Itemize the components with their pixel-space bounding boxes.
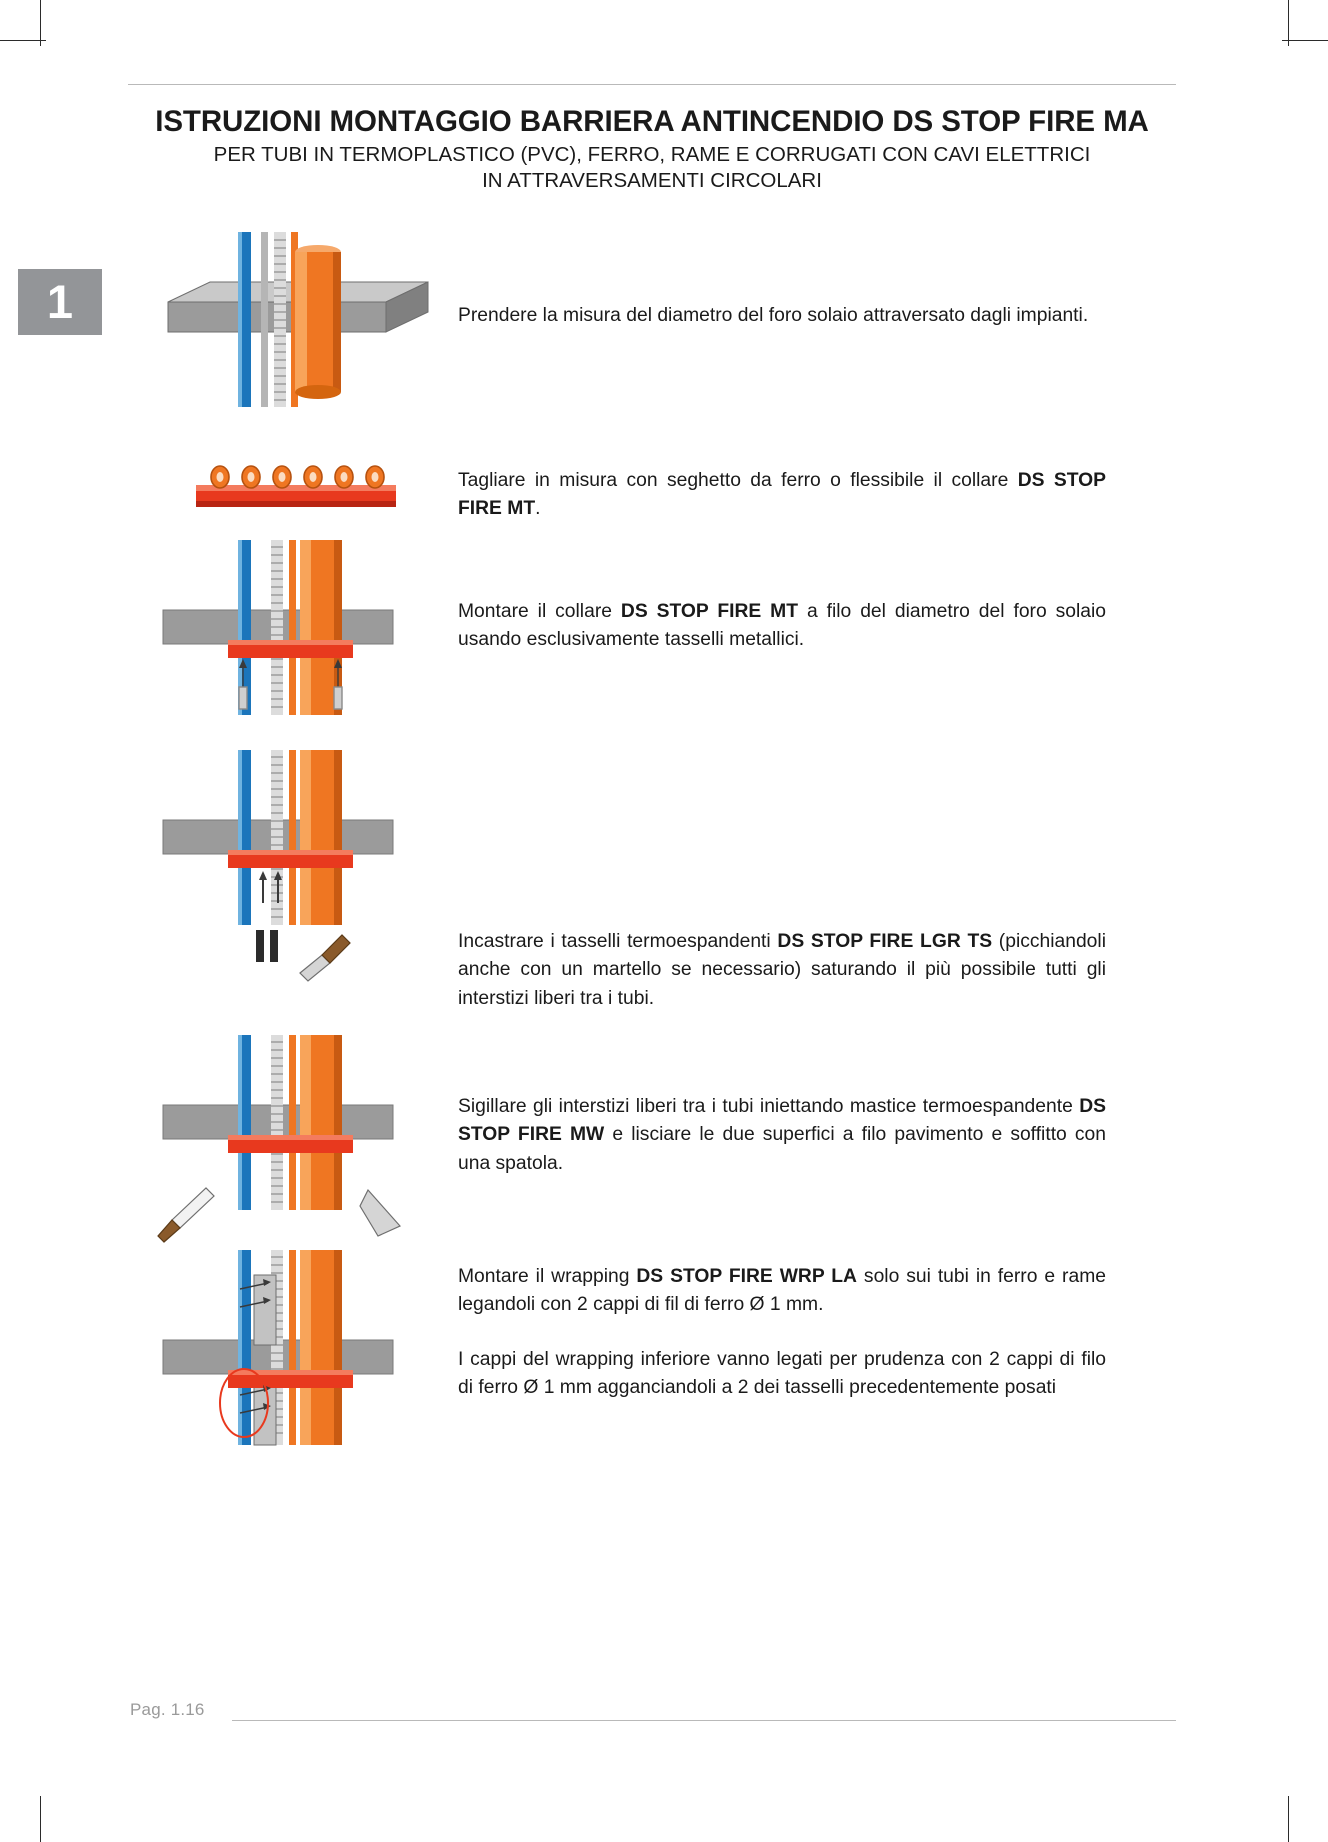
text-run: Montare il collare — [458, 601, 621, 622]
product-name: DS STOP FIRE WRP LA — [636, 1266, 857, 1287]
step-2-paragraph: Tagliare in misura con seghetto da ferro… — [458, 467, 1106, 524]
product-name: DS STOP FIRE LGR TS — [777, 931, 993, 952]
text-run: solo sui tubi in ferro e rame legandoli … — [458, 1266, 1106, 1316]
text-run: Prendere la misura del diametro del foro… — [458, 305, 1089, 326]
footer-divider — [232, 1720, 1176, 1721]
document-header: ISTRUZIONI MONTAGGIO BARRIERA ANTINCENDI… — [128, 104, 1176, 194]
text-run: e lisciare le due superfici a filo pavim… — [458, 1124, 1106, 1174]
step-3-text: Montare il collare DS STOP FIRE MT a fil… — [458, 598, 1106, 655]
text-run: I cappi del wrapping inferiore vanno leg… — [458, 1348, 1106, 1399]
figure-collar-strip-flat — [128, 455, 458, 525]
crop-mark-right-upper — [1282, 40, 1328, 41]
step-4-text: Incastrare i tasselli termoespandenti DS… — [458, 928, 1106, 1013]
step-6-paragraph-2: I cappi del wrapping inferiore vanno leg… — [458, 1346, 1106, 1403]
step-1-paragraph: Prendere la misura del diametro del foro… — [458, 302, 1106, 330]
page-number-label: Pag. 1.16 — [130, 1700, 205, 1719]
page-subtitle-line-2: IN ATTRAVERSAMENTI CIRCOLARI — [482, 168, 822, 192]
page-title: ISTRUZIONI MONTAGGIO BARRIERA ANTINCENDI… — [155, 105, 1149, 138]
text-run: Sigillare gli interstizi liberi tra i tu… — [458, 1096, 1080, 1117]
crop-mark-top-right — [1288, 0, 1289, 46]
text-run: . — [535, 498, 541, 520]
text-run: (picchiandoli anche con un martello se n… — [458, 931, 1106, 1009]
product-name: DS STOP FIRE MW — [458, 1096, 1106, 1146]
crop-mark-left-upper — [0, 40, 46, 41]
text-run: Montare il wrapping — [458, 1266, 637, 1287]
step-6-text: Montare il wrapping DS STOP FIRE WRP LA … — [458, 1263, 1106, 1402]
figure-slab-collar-mounted — [128, 535, 458, 725]
step-1-text: Prendere la misura del diametro del foro… — [458, 302, 1106, 330]
crop-mark-bottom-left — [40, 1796, 41, 1842]
text-run: a filo del diametro del foro solaio usan… — [458, 601, 1106, 651]
text-run: Tagliare in misura con seghetto da ferro… — [458, 470, 1018, 491]
text-run: Incastrare i tasselli termoespandenti — [458, 931, 778, 952]
step-5-paragraph: Sigillare gli interstizi liberi tra i tu… — [458, 1093, 1106, 1178]
step-2-text: Tagliare in misura con seghetto da ferro… — [458, 467, 1106, 524]
figure-slab-with-pipes-perspective — [128, 222, 458, 422]
figure-slab-sealant-spatula — [128, 1030, 458, 1255]
step-6-paragraph-1: Montare il wrapping DS STOP FIRE WRP LA … — [458, 1263, 1106, 1320]
product-name: DS STOP FIRE MT — [458, 470, 1106, 520]
crop-mark-top-left — [40, 0, 41, 46]
step-3-paragraph: Montare il collare DS STOP FIRE MT a fil… — [458, 598, 1106, 655]
step-4-paragraph: Incastrare i tasselli termoespandenti DS… — [458, 928, 1106, 1013]
step-5-text: Sigillare gli interstizi liberi tra i tu… — [458, 1093, 1106, 1178]
crop-mark-bottom-right — [1288, 1796, 1289, 1842]
page-subtitle-line-1: PER TUBI IN TERMOPLASTICO (PVC), FERRO, … — [213, 142, 1091, 166]
figure-slab-plugs-hammer — [128, 745, 458, 1005]
chapter-number-badge: 1 — [18, 269, 102, 335]
product-name: DS STOP FIRE MT — [620, 601, 799, 622]
figure-slab-wrapping-wire — [128, 1245, 458, 1475]
header-divider — [128, 84, 1176, 85]
